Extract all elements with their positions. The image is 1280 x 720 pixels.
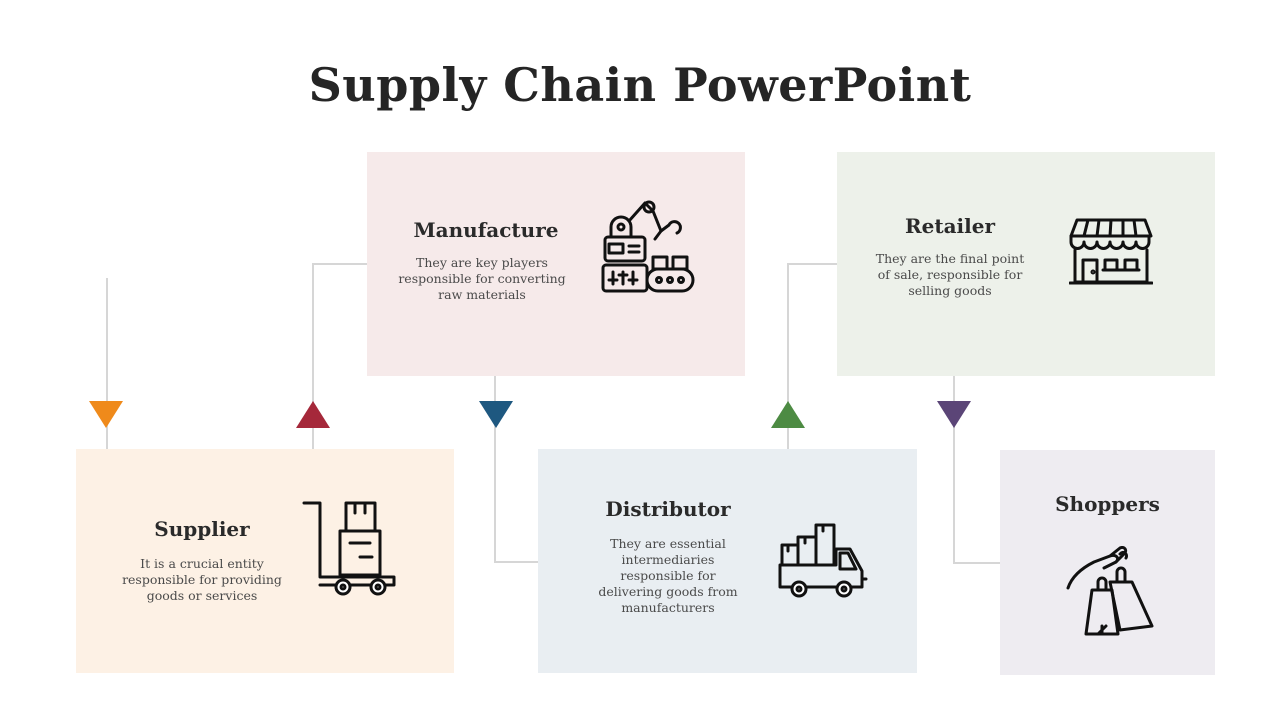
arrow-up-red-icon (296, 401, 330, 428)
arrow-down-blue-icon (479, 401, 513, 428)
retailer-title: Retailer (905, 214, 995, 238)
distributor-card: Distributor They are essential intermedi… (538, 449, 917, 673)
manufacture-title: Manufacture (413, 218, 559, 242)
manufacture-description: They are key players responsible for con… (398, 255, 566, 302)
hand-truck-boxes-icon (302, 501, 396, 596)
supplier-description: It is a crucial entity responsible for p… (122, 556, 282, 603)
arrow-up-green-icon (771, 401, 805, 428)
retailer-card: Retailer They are the final point of sal… (837, 152, 1215, 376)
connector-supplier-manufacture (312, 263, 368, 450)
connector-manufacture-distributor (494, 376, 538, 563)
robotic-arm-icon (601, 200, 695, 293)
distributor-description: They are essential intermediaries respon… (598, 536, 738, 615)
connector-distributor-retailer (787, 263, 837, 450)
distributor-title: Distributor (605, 497, 731, 521)
arrow-down-orange-icon (89, 401, 123, 428)
retailer-description: They are the final point of sale, respon… (875, 251, 1025, 298)
shoppers-card: Shoppers (1000, 450, 1215, 675)
manufacture-card: Manufacture They are key players respons… (367, 152, 745, 376)
connector-retailer-shoppers (953, 376, 1000, 564)
delivery-truck-icon (778, 523, 868, 598)
supplier-card: Supplier It is a crucial entity responsi… (76, 449, 454, 673)
supplier-title: Supplier (154, 517, 250, 541)
hand-shopping-bags-icon (1066, 546, 1154, 636)
arrow-down-purple-icon (937, 401, 971, 428)
shoppers-title: Shoppers (1055, 492, 1160, 516)
page-title: Supply Chain PowerPoint (308, 58, 972, 112)
store-icon (1069, 218, 1153, 285)
